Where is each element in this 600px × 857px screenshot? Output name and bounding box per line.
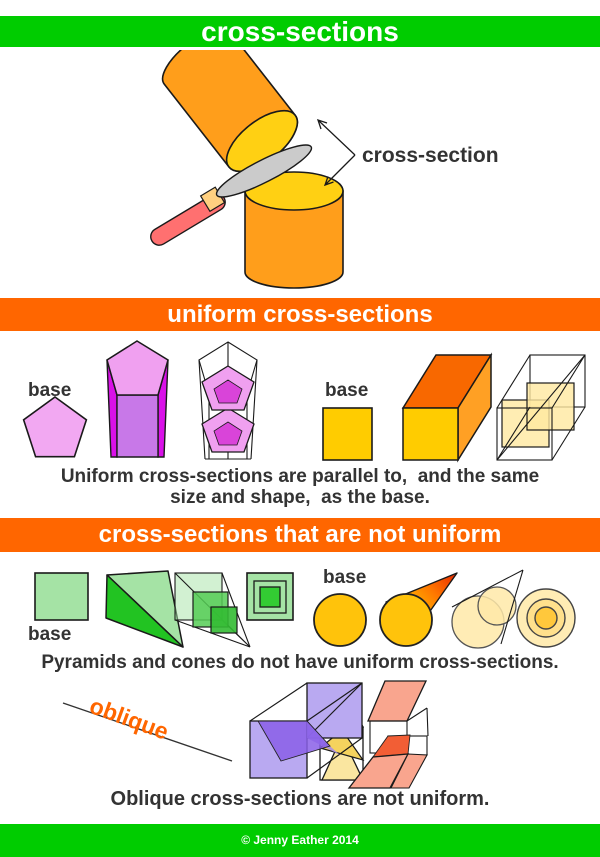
outline-front-square bbox=[496, 407, 553, 461]
cube-edges bbox=[249, 682, 363, 779]
pentagon-cross-section-lower-inner bbox=[213, 421, 243, 446]
cone-outline-edges bbox=[451, 569, 524, 645]
copyright-text: © Jenny Eather 2014 bbox=[241, 833, 359, 847]
slanted-prism-top bbox=[367, 680, 428, 722]
square-cross-section-small bbox=[210, 606, 238, 634]
nonuniform-banner-label: cross-sections that are not uniform bbox=[98, 521, 502, 548]
prism-top-pentagon bbox=[106, 340, 169, 396]
cross-section-label: cross-section bbox=[362, 144, 499, 167]
lower-cylinder-body bbox=[244, 190, 344, 289]
cone-base-label: base bbox=[323, 567, 366, 588]
cube-oblique-slice bbox=[257, 720, 331, 762]
pentagonal-prism-solid bbox=[106, 340, 169, 458]
green-square-base bbox=[34, 572, 89, 621]
pyramid-nested-squares bbox=[246, 572, 294, 621]
circle-base-shape bbox=[313, 593, 367, 647]
nested-square-inner bbox=[259, 586, 281, 608]
title-bar: cross-sections bbox=[0, 16, 600, 47]
pyramid-side-face bbox=[105, 574, 184, 648]
cone-cross-sections bbox=[451, 569, 524, 649]
outline-cuboid-edges bbox=[496, 354, 586, 461]
pentagon-base-shape bbox=[22, 396, 88, 458]
pyramid-cross-sections bbox=[174, 572, 251, 648]
cube-oblique bbox=[249, 682, 363, 779]
oblique-label: oblique bbox=[86, 692, 172, 744]
uniform-caption: Uniform cross-sections are parallel to, … bbox=[60, 466, 540, 508]
pyramid-base-label: base bbox=[28, 624, 71, 645]
arrow-lower-cut bbox=[323, 154, 356, 187]
cuboid-cross-sections bbox=[496, 354, 586, 461]
oblique-caption: Oblique cross-sections are not uniform. bbox=[110, 788, 490, 810]
slanted-prism-bottom-right bbox=[390, 753, 428, 789]
pyramids-caption: Pyramids and cones do not have uniform c… bbox=[41, 652, 559, 673]
knife-icon bbox=[150, 144, 313, 246]
slanted-prism-oblique bbox=[347, 680, 429, 789]
cylinder-cut-figure: cross-section bbox=[150, 50, 499, 289]
lower-cylinder-half bbox=[244, 171, 344, 289]
oblique-pointer-line bbox=[62, 702, 233, 762]
pentagon-base-label: base bbox=[28, 380, 71, 401]
pentagonal-prism-cross-sections bbox=[198, 341, 258, 460]
nonuniform-shapes-figure: base base bbox=[28, 567, 576, 649]
cone-base-circle bbox=[379, 593, 433, 647]
page-title: cross-sections bbox=[201, 16, 399, 47]
prism-lower-triangle bbox=[320, 734, 365, 781]
cuboid-front-face bbox=[402, 407, 459, 461]
prism-front-face bbox=[116, 394, 159, 458]
pentagon-cross-section-upper-inner bbox=[213, 379, 243, 404]
uniform-banner: uniform cross-sections bbox=[0, 298, 600, 331]
circle-cross-section-small bbox=[477, 586, 517, 626]
knife-blade bbox=[215, 144, 313, 198]
cone-solid bbox=[379, 572, 458, 647]
cuboid-solid bbox=[401, 352, 493, 463]
square-base-shape bbox=[322, 407, 373, 461]
oblique-figure: oblique bbox=[62, 680, 429, 789]
slanted-prism-bottom bbox=[347, 753, 410, 789]
nested-square-middle bbox=[253, 580, 287, 614]
square-cross-section-upper bbox=[526, 382, 575, 431]
pyramid-solid bbox=[105, 570, 184, 648]
slanted-prism-edges bbox=[406, 707, 429, 737]
cone-nested-circles bbox=[516, 588, 576, 648]
uniform-shapes-figure: base base bbox=[22, 340, 586, 463]
arrow-upper-cut bbox=[316, 118, 356, 156]
nonuniform-banner: cross-sections that are not uniform bbox=[0, 518, 600, 552]
uniform-banner-label: uniform cross-sections bbox=[167, 301, 433, 328]
footer-bar: © Jenny Eather 2014 bbox=[0, 824, 600, 857]
nested-circle-inner bbox=[534, 606, 558, 630]
cuboid-base-label: base bbox=[325, 380, 368, 401]
